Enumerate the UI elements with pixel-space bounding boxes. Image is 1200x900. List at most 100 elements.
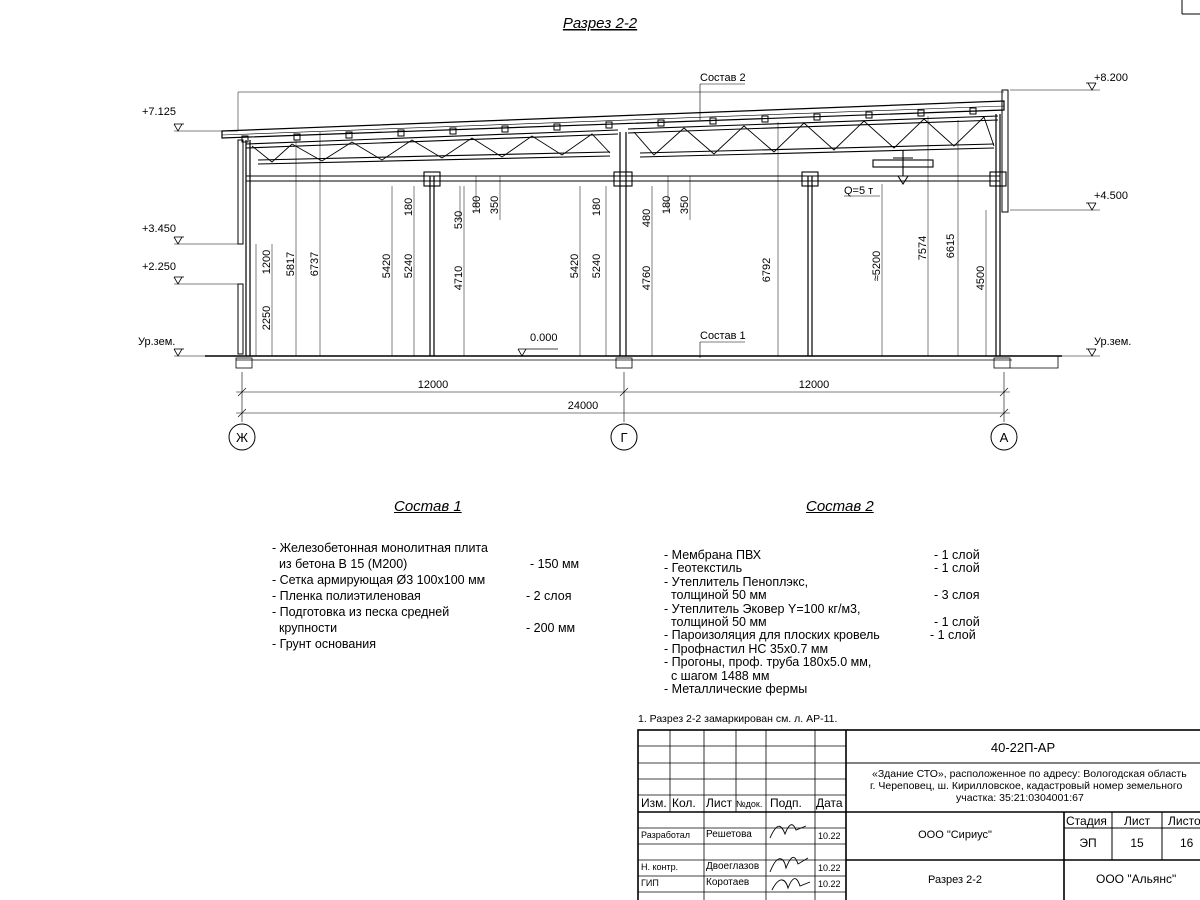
sostav2-list: - Мембрана ПВХ- 1 слой - Геотекстиль- 1 …: [664, 548, 994, 696]
stamp-frame: [637, 729, 1200, 900]
list-item: - Сетка армирующая Ø3 100х100 мм: [272, 573, 486, 587]
axis-markers: [228, 423, 1018, 451]
dim-4500: 4500: [975, 266, 987, 290]
dim-5817: 5817: [285, 252, 297, 276]
row-name: Решетова: [706, 829, 752, 840]
row-role: ГИП: [641, 878, 659, 888]
list-item: крупности- 200 мм: [272, 621, 576, 635]
stamp-stage: ЭП: [1079, 836, 1097, 850]
list-item: - Металлические фермы: [664, 681, 808, 696]
label-sostav2: Состав 2: [700, 72, 746, 84]
guide-lines: [174, 89, 1100, 357]
row-name: Двоеглазов: [706, 861, 760, 872]
dim-12000-right: 12000: [799, 379, 830, 391]
stamp-org1: ООО "Сириус": [918, 829, 992, 841]
dim-5240-b: 5240: [591, 254, 603, 278]
level-3450: +3.450: [142, 223, 176, 235]
dim-530: 530: [453, 211, 465, 229]
stamp-sheets-header: Листов: [1168, 814, 1200, 828]
list-item: - Прогоны, проф. труба 180х5.0 мм,: [664, 655, 872, 670]
header-ndok: №док.: [736, 799, 763, 809]
axis-label-a: А: [1000, 430, 1009, 445]
list-item: из бетона В 15 (М200)- 150 мм: [272, 557, 580, 571]
dim-180-a: 180: [403, 198, 415, 216]
axis-g: [610, 423, 638, 451]
list-item: - Пароизоляция для плоских кровель- 1 сл…: [664, 628, 976, 643]
list-item: - Профнастил НС 35х0.7 мм: [664, 641, 829, 656]
list-item: с шагом 1488 мм: [664, 668, 770, 683]
dim-180-d: 180: [661, 196, 673, 214]
dim-5420-b: 5420: [569, 254, 581, 278]
header-list: Лист: [706, 796, 733, 810]
level-4500: +4.500: [1094, 190, 1128, 202]
level-7125: +7.125: [142, 106, 176, 118]
leaders: [699, 83, 880, 358]
dim-5420-a: 5420: [381, 254, 393, 278]
level-2250: +2.250: [142, 261, 176, 273]
dim-180-b: 180: [471, 196, 483, 214]
dimension-lines: [236, 372, 1010, 422]
label-ground-left: Ур.зем.: [138, 336, 175, 348]
axis-a: [990, 423, 1018, 451]
stamp-code: 40-22П-АР: [990, 740, 1056, 755]
header-kol: Кол.: [672, 796, 696, 810]
floor-slab: [205, 355, 1062, 369]
dim-6792: 6792: [761, 258, 773, 282]
dim-7574: 7574: [917, 236, 929, 260]
dim-6737: 6737: [309, 252, 321, 276]
row-name: Коротаев: [706, 877, 750, 888]
truss-right: [627, 115, 999, 158]
list-item: - Пленка полиэтиленовая- 2 слоя: [272, 589, 572, 603]
header-izm: Изм.: [641, 796, 667, 810]
dim-24000: 24000: [568, 400, 599, 412]
stamp-sheet-header: Лист: [1124, 814, 1151, 828]
stamp-stage-header: Стадия: [1066, 814, 1107, 828]
label-zero: 0.000: [530, 332, 558, 344]
stamp-sheets: 16: [1180, 836, 1194, 850]
label-ground-right: Ур.зем.: [1094, 336, 1131, 348]
dim-5240-a: 5240: [403, 254, 415, 278]
list-item: - Подготовка из песка средней: [272, 605, 450, 619]
label-crane: Q=5 т: [844, 185, 873, 197]
sostav1-title: Состав 1: [394, 498, 462, 515]
stamp-sheet-title: Разрез 2-2: [927, 874, 982, 886]
dim-4760: 4760: [641, 266, 653, 290]
header-data: Дата: [816, 796, 843, 810]
dim-180-c: 180: [591, 198, 603, 216]
list-item: - Железобетонная монолитная плита: [272, 541, 488, 555]
truss-left: [245, 129, 619, 165]
list-item: - Мембрана ПВХ- 1 слой: [664, 548, 980, 562]
row-date: 10.22: [818, 863, 841, 873]
dim-2250: 2250: [261, 306, 273, 330]
dim-5200: ≈5200: [871, 251, 883, 282]
row-role: Разработал: [641, 830, 690, 840]
sostav2-title: Состав 2: [806, 498, 874, 515]
stamp-org2: ООО "Альянс": [1096, 872, 1177, 886]
list-item: - Утеплитель Эковер Y=100 кг/м3,: [664, 601, 861, 616]
list-item: - Грунт основания: [272, 637, 377, 651]
list-item: толщиной 50 мм- 3 слоя: [664, 588, 980, 603]
axis-label-g: Г: [620, 430, 627, 445]
list-item: - Геотекстиль- 1 слой: [664, 561, 980, 576]
row-date: 10.22: [818, 879, 841, 889]
crane-beam: [246, 150, 1007, 187]
drawing-note: 1. Разрез 2-2 замаркирован см. л. АР-11.: [638, 713, 838, 725]
stamp-sheet: 15: [1130, 836, 1144, 850]
header-podp: Подп.: [770, 796, 802, 810]
label-sostav1: Состав 1: [700, 330, 746, 342]
drawing-title: Разрез 2-2: [563, 15, 638, 32]
sostav1-list: - Железобетонная монолитная плита из бет…: [272, 540, 602, 652]
level-marks: [173, 82, 1097, 357]
dim-6615: 6615: [945, 234, 957, 258]
axis-zh: [228, 423, 256, 451]
axis-label-zh: Ж: [236, 430, 248, 445]
dim-4710: 4710: [453, 266, 465, 290]
stamp-object-line3: участка: 35:21:0304001:67: [956, 792, 1084, 804]
roof: [221, 100, 1005, 143]
stamp-object-line1: «Здание СТО», расположенное по адресу: В…: [872, 768, 1187, 780]
dim-350-a: 350: [489, 196, 501, 214]
level-8200: +8.200: [1094, 72, 1128, 84]
dim-1200: 1200: [261, 250, 273, 274]
row-date: 10.22: [818, 831, 841, 841]
stamp-object-line2: г. Череповец, ш. Кирилловское, кадастров…: [870, 780, 1183, 792]
